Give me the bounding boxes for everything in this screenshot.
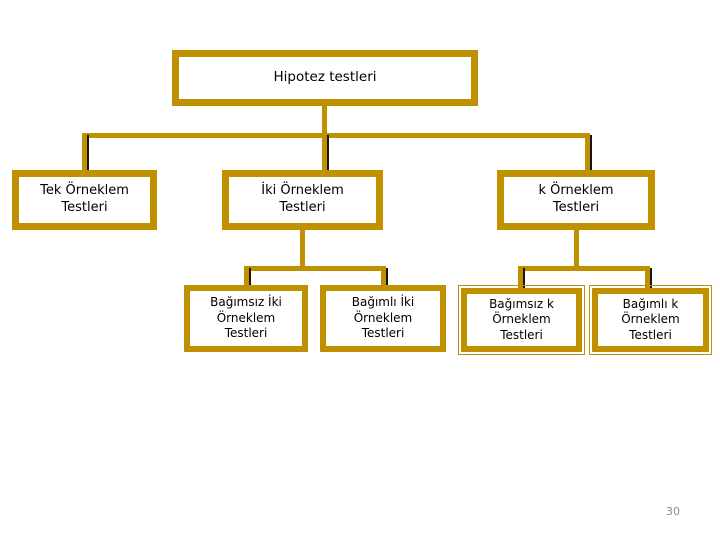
connector-tick-k [590,135,592,171]
node-label: Bağımlı k Örneklem Testleri [621,296,680,342]
connector-drop-bagimsiz-k [518,266,523,291]
node-tek-orneklem-testleri[interactable]: Tek Örneklem Testleri [12,170,157,230]
node-bagimli-k-orneklem-testleri[interactable]: Bağımlı k Örneklem Testleri [589,285,712,355]
node-label: k Örneklem Testleri [538,183,614,215]
node-bagimli-iki-orneklem-testleri[interactable]: Bağımlı İki Örneklem Testleri [320,285,446,352]
node-bagimsiz-k-orneklem-testleri[interactable]: Bağımsız k Örneklem Testleri [458,285,585,355]
node-label: Tek Örneklem Testleri [40,183,129,215]
connector-drop-iki [322,133,327,173]
connector-drop-bagimsiz-iki [244,266,249,288]
connector-tick-bagimli-k [650,268,652,291]
node-label: Bağımlı İki Örneklem Testleri [351,295,415,341]
node-bagimsiz-iki-orneklem-testleri[interactable]: Bağımsız İki Örneklem Testleri [184,285,308,352]
connector-drop-bagimli-k [645,266,650,291]
node-label: İki Örneklem Testleri [261,183,344,215]
node-label: Bağımsız k Örneklem Testleri [489,296,554,342]
page-number: 30 [666,505,680,518]
connector-k-stem [574,230,579,268]
node-iki-orneklem-testleri[interactable]: İki Örneklem Testleri [222,170,383,230]
node-label: Bağımsız İki Örneklem Testleri [210,295,282,341]
connector-tick-bagimli-iki [386,268,388,288]
connector-iki-stem [300,230,305,268]
connector-iki-bus [244,266,386,271]
connector-level2-bus [82,133,590,138]
node-label: Hipotez testleri [273,69,377,86]
node-hipotez-testleri[interactable]: Hipotez testleri [172,50,478,106]
connector-drop-bagimli-iki [381,266,386,288]
connector-drop-k [585,133,590,173]
connector-root-stem [322,106,327,135]
connector-tick-bagimsiz-k [523,268,525,291]
connector-tick-iki [327,135,329,171]
connector-tick-bagimsiz-iki [249,268,251,288]
node-k-orneklem-testleri[interactable]: k Örneklem Testleri [497,170,655,230]
connector-drop-tek [82,133,87,173]
connector-tick-tek [87,135,89,171]
connector-k-bus [518,266,650,271]
